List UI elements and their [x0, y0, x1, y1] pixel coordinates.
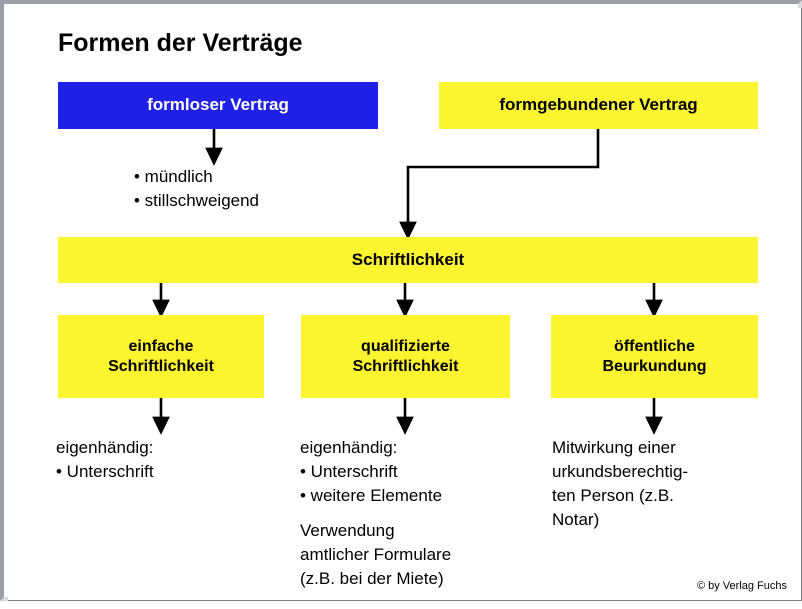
node-einfache-schriftlichkeit-label: einfache Schriftlichkeit	[108, 337, 214, 375]
node-formloser-vertrag-label: formloser Vertrag	[147, 95, 289, 115]
node-oeffentliche-beurkundung[interactable]: öffentliche Beurkundung	[551, 315, 758, 398]
node-qualifizierte-schriftlichkeit-label: qualifizierte Schriftlichkeit	[352, 337, 459, 375]
node-qualifizierte-schriftlichkeit[interactable]: qualifizierte Schriftlichkeit	[301, 315, 510, 398]
node-oeffentliche-beurkundung-label: öffentliche Beurkundung	[602, 337, 707, 375]
page-title: Formen der Verträge	[58, 29, 303, 57]
node-schriftlichkeit-label: Schriftlichkeit	[351, 249, 465, 269]
annotation-qualifizierte-detail-1: eigenhändig: • Unterschrift • weitere El…	[300, 438, 443, 506]
annotation-oeffentliche-detail: Mitwirkung einer urkundsberechtig- ten P…	[552, 438, 689, 530]
copyright-notice: © by Verlag Fuchs	[696, 580, 787, 592]
node-formloser-vertrag[interactable]: formloser Vertrag	[58, 82, 378, 129]
node-schriftlichkeit[interactable]: Schriftlichkeit	[58, 237, 758, 283]
node-formgebundener-vertrag[interactable]: formgebundener Vertrag	[439, 82, 758, 129]
node-formgebundener-vertrag-label: formgebundener Vertrag	[499, 95, 698, 115]
annotation-formloser-list: • mündlich • stillschweigend	[134, 167, 260, 211]
annotation-einfache-detail: eigenhändig: • Unterschrift	[56, 438, 154, 482]
node-einfache-schriftlichkeit[interactable]: einfache Schriftlichkeit	[58, 315, 264, 398]
diagram-canvas: Formen der Verträge formloser Vertrag fo…	[8, 8, 802, 601]
annotation-qualifizierte-detail-2: Verwendung amtlicher Formulare (z.B. bei…	[300, 521, 452, 589]
